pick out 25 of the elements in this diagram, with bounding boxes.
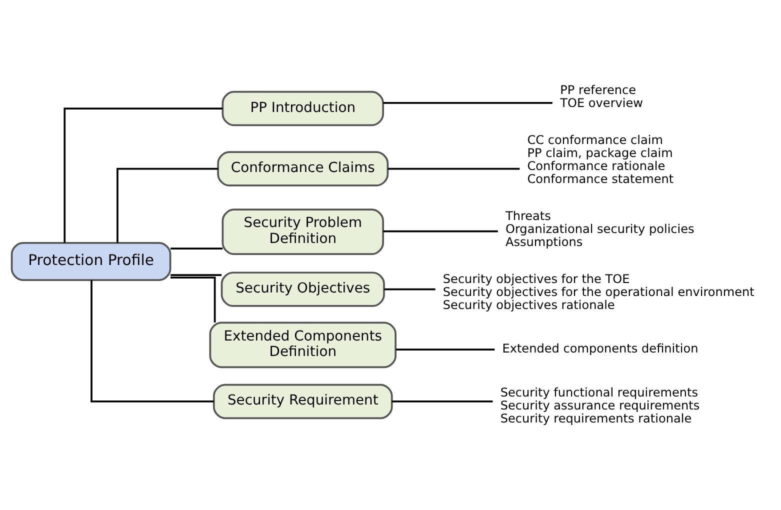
connector [170, 274, 222, 276]
node-box: PP Introduction [222, 90, 384, 126]
node-text: CC conformance claim PP claim, package claim Conformance rationale Conformance statement [527, 133, 674, 186]
connector [116, 168, 218, 243]
node-text: Security functional requirements Security assurance requirements Security requirements rationale [500, 385, 700, 426]
connector [170, 248, 223, 250]
node-text: Extended components definition [502, 342, 698, 356]
node-box: Conformance Claims [217, 151, 389, 186]
node-box: Extended Components Definition [209, 322, 397, 368]
node-box: Protection Profile [10, 242, 172, 281]
connector [90, 280, 214, 402]
connector [392, 400, 493, 402]
node-text: PP reference TOE overview [560, 83, 644, 110]
connector [170, 276, 216, 322]
node-text: Threats Organizational security policies Assumptions [505, 209, 694, 250]
connector [383, 102, 552, 104]
connector [64, 108, 223, 243]
connector [383, 230, 498, 232]
node-box: Security Objectives [220, 272, 385, 307]
connector [388, 168, 520, 170]
node-box: Security Requirement [212, 384, 393, 420]
connector [396, 348, 495, 350]
node-text: Security objectives for the TOE Security objectives for the operational environment Security objectives rationale [442, 272, 754, 312]
node-box: Security Problem Definition [222, 208, 384, 255]
connector [384, 288, 436, 290]
